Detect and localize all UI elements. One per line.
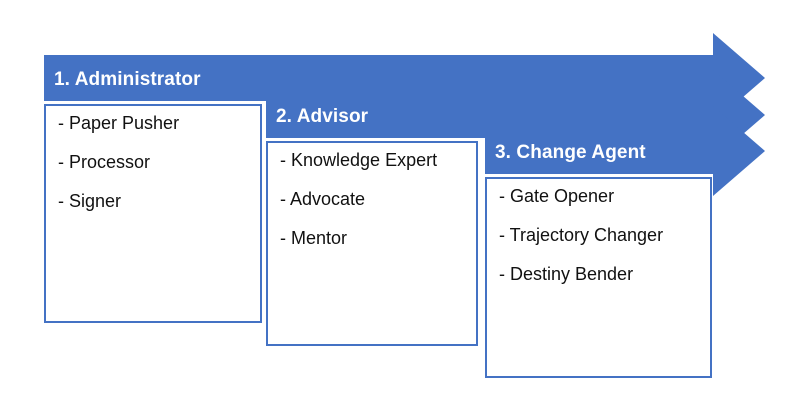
stage-list-administrator: - Paper Pusher - Processor - Signer [58,114,254,231]
list-item: - Processor [58,152,151,172]
stage-box-administrator: - Paper Pusher - Processor - Signer [44,104,262,323]
list-item: - Knowledge Expert [280,150,438,170]
list-item: - Gate Opener [499,186,615,206]
list-item: - Mentor [280,228,348,248]
list-item: - Destiny Bender [499,264,634,284]
stage-list-advisor: - Knowledge Expert - Advocate - Mentor [280,151,470,268]
stage-box-advisor: - Knowledge Expert - Advocate - Mentor [266,141,478,346]
stage-title-administrator: 1. Administrator [54,69,201,90]
list-item: - Paper Pusher [58,113,180,133]
list-item: - Advocate [280,189,366,209]
stage-title-advisor: 2. Advisor [276,106,369,127]
list-item: - Signer [58,191,122,211]
stage-title-change-agent: 3. Change Agent [495,142,646,163]
stage-box-change-agent: - Gate Opener - Trajectory Changer - Des… [485,177,712,378]
stage-list-change-agent: - Gate Opener - Trajectory Changer - Des… [499,187,704,304]
list-item: - Trajectory Changer [499,225,664,245]
